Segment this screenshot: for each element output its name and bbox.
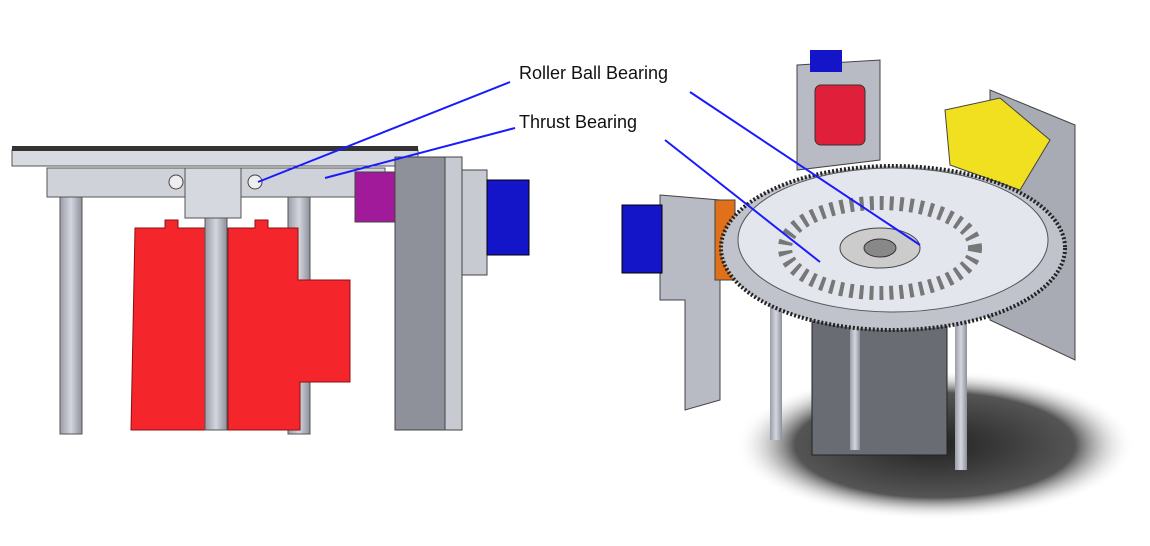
leg-2 [955, 320, 967, 470]
leader-roller-left [257, 81, 511, 183]
label-roller-ball-bearing: Roller Ball Bearing [519, 63, 669, 83]
leader-lines [257, 81, 921, 263]
bracket-vertical [394, 156, 446, 431]
servo-motor-blue [486, 179, 530, 256]
red-gripper [814, 84, 866, 146]
leg-left [59, 195, 83, 435]
gear-teeth [12, 146, 418, 151]
servo-motor-blue-top [810, 50, 842, 72]
side-bracket [659, 194, 721, 411]
shaft [204, 184, 228, 431]
isometric-view-assembly [621, 50, 1135, 520]
hub [184, 167, 242, 219]
motor-body [811, 319, 948, 456]
leg-1 [770, 300, 782, 440]
label-thrust-bearing: Thrust Bearing [519, 112, 638, 132]
side-view-assembly [11, 146, 530, 435]
bracket-vertical-light [444, 156, 463, 431]
leader-roller-right [689, 91, 921, 246]
gear-plate [11, 149, 419, 167]
thrust-bearing-ring [778, 196, 982, 300]
leader-thrust-right [664, 139, 821, 263]
leg-3 [850, 320, 860, 450]
center-bore [863, 238, 897, 258]
yellow-gripper [944, 97, 1051, 191]
bearing-ball-left [168, 174, 184, 190]
bearing-ball-right [247, 174, 263, 190]
leader-thrust-left [324, 127, 516, 179]
motor-mount [461, 169, 488, 276]
stepper-motor-red [130, 219, 351, 431]
servo-motor-blue-side [621, 204, 663, 274]
